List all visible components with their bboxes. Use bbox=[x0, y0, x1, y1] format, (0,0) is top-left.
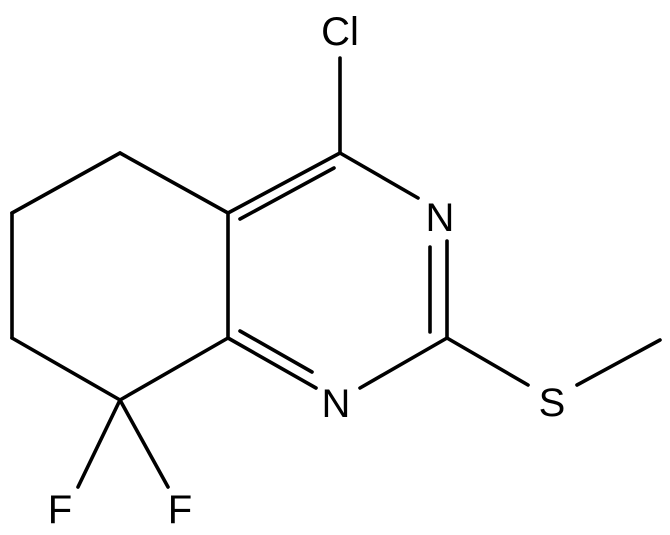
bond-n1-c8a bbox=[226, 336, 318, 390]
bond-c4-c4a bbox=[226, 151, 342, 215]
bond-c8-f-left bbox=[76, 398, 122, 489]
atom-fluorine-left: F bbox=[48, 488, 72, 532]
bond-c4a-c5 bbox=[118, 151, 230, 215]
bond-c2-n1 bbox=[358, 336, 449, 390]
bond-c8-f-right bbox=[118, 398, 170, 489]
bond-c2-s bbox=[445, 336, 530, 387]
atom-labels: Cl N N S F F bbox=[48, 10, 566, 532]
bond-c7-c8 bbox=[10, 336, 122, 402]
atom-fluorine-right: F bbox=[168, 488, 192, 532]
bond-c4-c4a-double bbox=[238, 166, 336, 221]
bond-c4-n3 bbox=[338, 151, 420, 200]
atom-nitrogen-bottom: N bbox=[322, 382, 351, 426]
bond-s-methyl bbox=[575, 338, 662, 387]
atom-sulfur: S bbox=[539, 381, 566, 425]
atom-chlorine: Cl bbox=[321, 10, 359, 54]
bond-c8-c8a bbox=[118, 336, 230, 402]
atom-nitrogen-top: N bbox=[426, 196, 455, 240]
bond-n1-c8a-double bbox=[238, 329, 314, 374]
bonds bbox=[10, 56, 662, 489]
bond-c5-c6 bbox=[10, 151, 122, 215]
